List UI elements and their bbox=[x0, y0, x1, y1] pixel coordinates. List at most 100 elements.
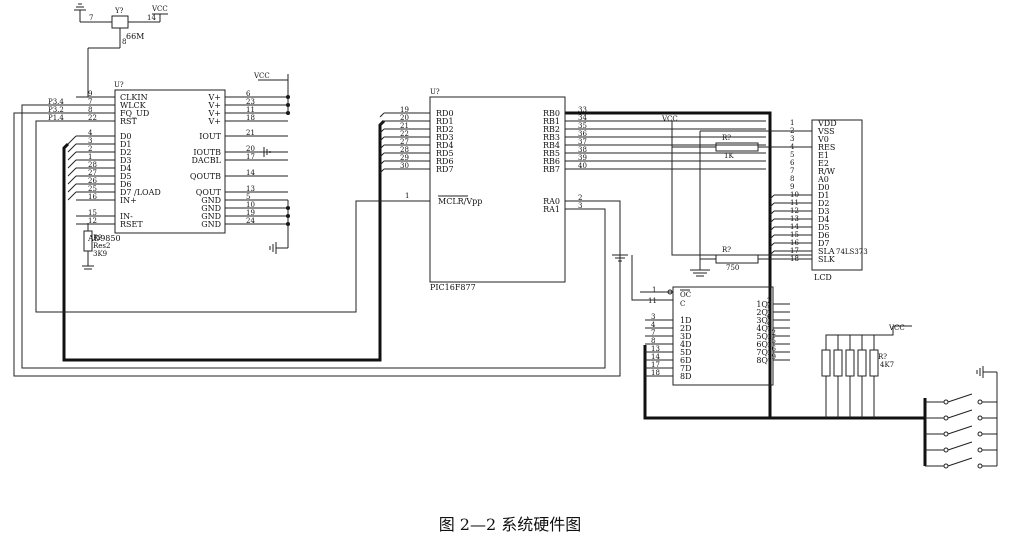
ad9850-rpin-23-num: 23 bbox=[246, 98, 255, 106]
ad9850-ref: U? bbox=[114, 81, 124, 89]
latch-out-name: 8Q bbox=[756, 356, 768, 365]
pic-ra-num: 2 bbox=[578, 194, 582, 202]
lcd-resistor-1: R? 1K bbox=[672, 134, 812, 160]
ad9850-pin-22-num: 22 bbox=[88, 114, 97, 122]
lcd-pin-num: 3 bbox=[790, 135, 794, 143]
ad9850-pin-1-name: D3 bbox=[120, 156, 132, 165]
ad9850-rpin-19-name: GND bbox=[201, 212, 221, 221]
latch-out-name: 1Q bbox=[756, 300, 768, 309]
lcd-pin-num: 9 bbox=[790, 183, 794, 191]
ad9850-pin-2-name: D2 bbox=[120, 148, 132, 157]
latch-in-name: 3D bbox=[680, 332, 692, 341]
ad9850-pin-8-num: 8 bbox=[88, 106, 92, 114]
ad9850-pin-28-num: 28 bbox=[88, 161, 97, 169]
lcd-vcc: VCC bbox=[661, 115, 678, 123]
ad9850-rpin-17-num: 17 bbox=[246, 153, 255, 161]
ad9850-rpin-11-num: 11 bbox=[246, 106, 255, 114]
port-label: P3.4 bbox=[48, 98, 64, 106]
ad9850-pin-26-name: D6 bbox=[120, 180, 132, 189]
ad9850-rpin-11-name: V+ bbox=[208, 109, 221, 118]
latch-oc: OC bbox=[680, 291, 691, 299]
ad9850-rpin-6-name: V+ bbox=[208, 93, 221, 102]
ad9850-rpin-5-num: 5 bbox=[246, 193, 250, 201]
latch-c: C bbox=[680, 300, 685, 308]
pic-rb-name: RB5 bbox=[543, 149, 560, 158]
lcd-pin-num: 13 bbox=[790, 215, 799, 223]
switch-contact bbox=[943, 415, 949, 421]
pullup-network: VCC R? 4K7 bbox=[821, 324, 998, 469]
latch-in-num: 18 bbox=[651, 369, 660, 377]
ad9850-rpin-14-name: QOUTB bbox=[190, 172, 221, 181]
latch-out-name: 4Q bbox=[756, 324, 768, 333]
lcd-pin-name: D5 bbox=[818, 223, 830, 232]
ad9850-rpin-13-name: QOUT bbox=[196, 188, 222, 197]
crystal-value: 66M bbox=[126, 32, 144, 41]
ad9850-rpin-21-num: 21 bbox=[246, 129, 255, 137]
rset-value: 3K9 bbox=[93, 250, 107, 258]
pic-ref: U? bbox=[430, 88, 440, 96]
pic-rb-name: RB2 bbox=[543, 125, 560, 134]
latch-in-num: 7 bbox=[651, 329, 655, 337]
lcd-pin-num: 18 bbox=[790, 255, 799, 263]
lcd-pin-num: 7 bbox=[790, 167, 794, 175]
switch-contact bbox=[977, 415, 983, 421]
ad9850-pin-27-name: D5 bbox=[120, 172, 132, 181]
ad9850-pin-27-num: 27 bbox=[88, 169, 97, 177]
pic-rb-name: RB0 bbox=[543, 109, 560, 118]
switch-blade bbox=[947, 425, 973, 435]
pic-rb-num: 33 bbox=[578, 106, 587, 114]
latch-in-name: 7D bbox=[680, 364, 692, 373]
pic-rb-name: RB1 bbox=[543, 117, 560, 126]
latch-out-name: 5Q bbox=[756, 332, 768, 341]
ad9850-pin-4-name: D0 bbox=[120, 132, 132, 141]
ad9850-pin-7-num: 7 bbox=[88, 98, 92, 106]
lcd-chip-label: 74LS373 bbox=[836, 248, 868, 256]
lcd-pin-name: E1 bbox=[818, 151, 829, 160]
pullup-resistor bbox=[833, 349, 843, 377]
latch-in-name: 8D bbox=[680, 372, 692, 381]
ad9850-port-labels: P3.4P3.2P1.4 bbox=[48, 98, 64, 122]
pic-rd-num: 20 bbox=[400, 114, 409, 122]
pic-rb-name: RB7 bbox=[543, 165, 560, 174]
lcd-pin-name: RES bbox=[818, 143, 835, 152]
pic-ra-num: 3 bbox=[578, 202, 582, 210]
pic-rd-name: RD0 bbox=[436, 109, 454, 118]
pic-rb-name: RB6 bbox=[543, 157, 560, 166]
port-label: P3.2 bbox=[48, 106, 64, 114]
ad9850-rpin-6-num: 6 bbox=[246, 90, 251, 98]
crystal-vcc: VCC bbox=[151, 5, 168, 13]
latch-out-name: 7Q bbox=[756, 348, 768, 357]
ad9850-pin-28-name: D4 bbox=[120, 164, 132, 173]
rb-bus-entries bbox=[565, 120, 766, 170]
lcd-pin-num: 12 bbox=[790, 207, 799, 215]
ad9850-rpin-5-name: GND bbox=[201, 196, 221, 205]
pic-ra-name: RA1 bbox=[543, 205, 560, 214]
switch-blade bbox=[947, 409, 973, 419]
pic-rd-num: 21 bbox=[400, 122, 409, 130]
latch-in-name: 4D bbox=[680, 340, 692, 349]
crystal-ref: Y? bbox=[114, 7, 124, 15]
ad9850-pin-3-name: D1 bbox=[120, 140, 132, 149]
ad9850-rpin-13-num: 13 bbox=[246, 185, 255, 193]
ad9850-pin-12-name: RSET bbox=[120, 220, 143, 229]
pic-rd-name: RD7 bbox=[436, 165, 454, 174]
lcd-pin-num: 16 bbox=[790, 239, 799, 247]
ad9850-pin-12-num: 12 bbox=[88, 217, 97, 225]
ground-symbol bbox=[269, 242, 288, 254]
ad9850-rpin-20-name: IOUTB bbox=[193, 148, 221, 157]
ad9850-pin-9-num: 9 bbox=[88, 90, 92, 98]
switch-contact bbox=[977, 463, 983, 469]
lcd-pin-name: D1 bbox=[818, 191, 830, 200]
switch-contact bbox=[943, 431, 949, 437]
ad9850-part: AD9850 bbox=[87, 234, 121, 243]
ad9850-pin-2-num: 2 bbox=[88, 145, 92, 153]
ground-symbol bbox=[74, 3, 86, 22]
lcd-resistor-2: R? 750 bbox=[700, 246, 812, 272]
lcd-pin-num: 2 bbox=[790, 127, 794, 135]
pullup-resistor bbox=[869, 349, 879, 377]
latch-in-num: 13 bbox=[651, 345, 660, 353]
latch-in-name: 6D bbox=[680, 356, 692, 365]
